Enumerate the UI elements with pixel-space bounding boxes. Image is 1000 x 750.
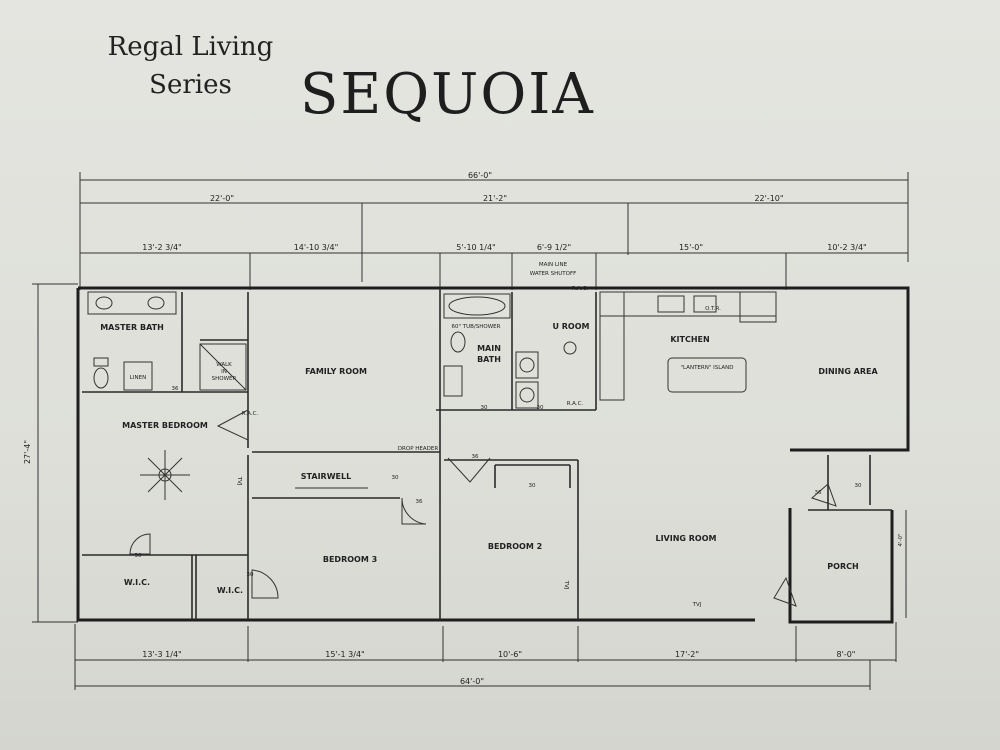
dimension-lines — [32, 172, 909, 690]
dim-top-seg-3: 22'-10" — [754, 194, 783, 203]
note-main-line: MAIN LINE — [539, 262, 568, 268]
model-name: SEQUOIA — [300, 62, 595, 127]
door-tag-bed3: 36 — [416, 499, 423, 505]
note-rac-3: R.A.C. — [572, 286, 589, 292]
door-tag-bed2-closet: 30 — [529, 483, 536, 489]
door-tag-master-bath: 36 — [172, 386, 179, 392]
door-tag-wic-2: 30 — [247, 572, 254, 578]
door-tag-porch-closet: 30 — [855, 483, 862, 489]
dim-sub-4: 6'-9 1/2" — [537, 243, 571, 252]
dim-depth: 27'-4" — [23, 440, 32, 464]
dim-top-seg-1: 22'-0" — [210, 194, 234, 203]
dim-sub-6: 10'-2 3/4" — [827, 243, 866, 252]
room-kitchen: KITCHEN — [670, 335, 709, 344]
note-drop-header: DROP HEADER — [398, 446, 439, 452]
room-utility: U ROOM — [552, 322, 589, 331]
door-tag-stair: 30 — [392, 475, 399, 481]
room-stairwell: STAIRWELL — [301, 472, 351, 481]
dim-porch-depth: 4'-0" — [898, 533, 904, 546]
room-master-bath: MASTER BATH — [100, 323, 164, 332]
dim-top-seg-2: 21'-2" — [483, 194, 507, 203]
dim-sub-5: 15'-0" — [679, 243, 703, 252]
note-otr: O.T.R. — [705, 306, 721, 312]
dim-bottom-seg-1: 13'-3 1/4" — [142, 650, 181, 659]
series-line-2: Series — [149, 70, 232, 100]
note-rac-2: R.A.C. — [567, 401, 584, 407]
note-water-shutoff: WATER SHUTOFF — [530, 271, 577, 277]
doors — [129, 409, 837, 607]
top-dimension-labels: 66'-0" 22'-0" 21'-2" 22'-10" 13'-2 3/4" … — [23, 171, 904, 547]
door-tag-wic-1: 30 — [135, 553, 142, 559]
interior-walls — [82, 288, 892, 620]
exterior-walls — [76, 286, 910, 624]
dim-bottom-seg-5: 8'-0" — [837, 650, 856, 659]
room-bedroom-3: BEDROOM 3 — [323, 555, 377, 564]
tvj-1: TVJ — [236, 476, 242, 486]
room-master-bedroom: MASTER BEDROOM — [122, 421, 208, 430]
door-tag-bed2-hall: 36 — [472, 454, 479, 460]
dim-sub-1: 13'-2 3/4" — [142, 243, 181, 252]
note-tub-shower: 60" TUB/SHOWER — [452, 324, 501, 330]
room-wic-2: W.I.C. — [217, 586, 243, 595]
plan-notes: MAIN LINE WATER SHUTOFF DROP HEADER R.A.… — [135, 262, 862, 608]
room-family: FAMILY ROOM — [305, 367, 367, 376]
room-dining: DINING AREA — [818, 367, 878, 376]
walk-in-shower-3: SHOWER — [212, 376, 237, 382]
bottom-dimension-labels: 13'-3 1/4" 15'-1 3/4" 10'-6" 17'-2" 8'-0… — [142, 650, 855, 686]
walk-in-shower-2: IN — [221, 369, 227, 375]
dim-sub-2: 14'-10 3/4" — [294, 243, 339, 252]
door-tag-bath: 30 — [481, 405, 488, 411]
room-living: LIVING ROOM — [655, 534, 716, 543]
dim-bottom-seg-2: 15'-1 3/4" — [325, 650, 364, 659]
walk-in-shower-1: WALK — [216, 362, 232, 368]
tvj-2: TVJ — [563, 580, 569, 590]
note-island: "LANTERN" ISLAND — [680, 365, 733, 371]
room-wic-1: W.I.C. — [124, 578, 150, 587]
dim-overall-top: 66'-0" — [468, 171, 492, 180]
series-line-1: Regal Living — [107, 32, 274, 62]
fixtures — [87, 291, 777, 500]
linen-label: LINEN — [130, 375, 146, 381]
room-bedroom-2: BEDROOM 2 — [488, 542, 542, 551]
note-rac-1: R.A.C. — [242, 411, 259, 417]
door-tag-laundry: 30 — [537, 405, 544, 411]
dim-bottom-seg-3: 10'-6" — [498, 650, 522, 659]
series-title: Regal Living Series — [98, 28, 283, 104]
room-main-bath: BATH — [477, 355, 501, 364]
dim-overall-bottom: 64'-0" — [460, 677, 484, 686]
room-main-bath-1: MAIN — [477, 344, 501, 353]
dim-sub-3: 5'-10 1/4" — [456, 243, 495, 252]
door-tag-porch: 36 — [815, 490, 822, 496]
dim-bottom-seg-4: 17'-2" — [675, 650, 699, 659]
room-porch: PORCH — [827, 562, 858, 571]
tvj-3: TVJ — [692, 602, 702, 608]
room-labels: MASTER BATH WALK IN SHOWER LINEN MASTER … — [100, 322, 878, 595]
